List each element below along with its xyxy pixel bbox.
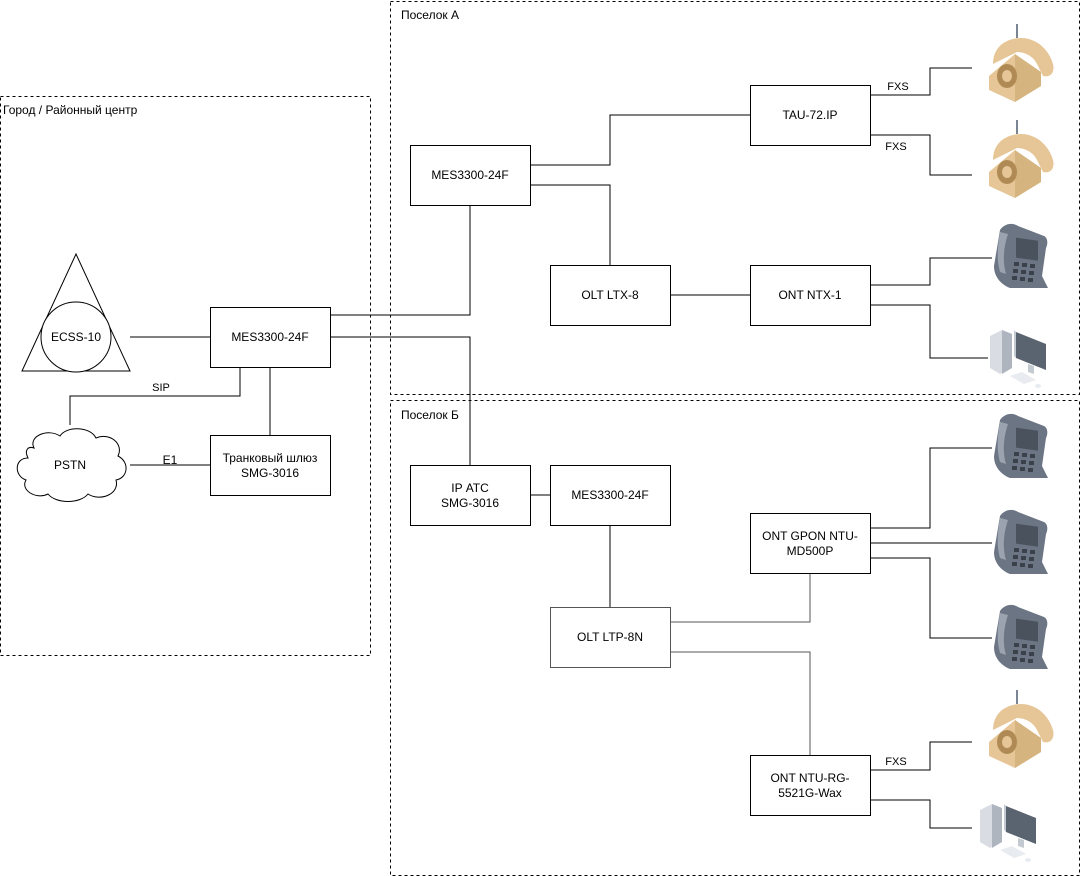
pstn-label: PSTN	[54, 458, 86, 472]
link-label-fxs-1: FXS	[887, 81, 908, 93]
zone-village-b-label: Поселок Б	[401, 408, 459, 422]
ecss-10-node[interactable]: ECSS-10	[21, 252, 131, 373]
ont-rg-label-line1: ONT NTU-RG-	[770, 771, 849, 785]
ip-phone-icon	[994, 509, 1048, 574]
link-rg-pc	[870, 799, 972, 829]
link-mes-pstn-sip	[69, 367, 241, 425]
zone-village-a	[390, 1, 1080, 395]
desktop-computer-icon	[980, 804, 1036, 862]
ont-gpon-label-line1: ONT GPON NTU-	[762, 529, 858, 543]
tau-label: TAU-72.IP	[782, 108, 837, 122]
zone-city-label: Город / Районный центр	[3, 103, 138, 117]
ip-phone-icon	[994, 413, 1048, 478]
ip-atc-label-line2: SMG-3016	[441, 496, 499, 510]
olt-ltp-label: OLT LTP-8N	[577, 630, 643, 644]
link-olt-ont-rg	[670, 651, 811, 755]
pstn-cloud-node[interactable]: PSTN	[16, 428, 127, 502]
link-gpon-ipphone-1	[870, 447, 992, 529]
link-label-fxs-b: FXS	[885, 756, 906, 768]
link-city-ipatc-village-b	[330, 336, 471, 465]
village-a-mes-switch-node[interactable]: MES3300-24F	[410, 145, 531, 206]
trunk-gateway-node[interactable]: Транковый шлюз SMG-3016	[210, 435, 331, 496]
city-mes-switch-node[interactable]: MES3300-24F	[210, 307, 331, 368]
ont-ntx-1-node[interactable]: ONT NTX-1	[750, 265, 871, 326]
analog-phone-icon	[988, 23, 1055, 103]
village-b-mes-switch-node[interactable]: MES3300-24F	[550, 465, 671, 526]
ip-atc-smg-3016-node[interactable]: IP АТС SMG-3016	[410, 465, 531, 526]
link-mes-olt-ltx	[530, 184, 611, 265]
link-tau-phone-1	[870, 67, 972, 96]
ecss-label: ECSS-10	[51, 330, 101, 344]
link-olt-ont-gpon	[670, 573, 811, 623]
link-ont-ipphone	[870, 257, 992, 286]
ont-rg-label-line2: 5521G-Wax	[778, 786, 842, 800]
olt-ltx-label: OLT LTX-8	[581, 288, 639, 302]
link-label-e1: E1	[163, 453, 178, 467]
village-b-mes-label: MES3300-24F	[571, 488, 648, 502]
link-tau-phone-2	[870, 134, 972, 176]
zone-village-a-label: Поселок А	[401, 8, 459, 22]
olt-ltp-8n-node[interactable]: OLT LTP-8N	[550, 607, 671, 668]
ont-ntu-rg-5521g-wax-node[interactable]: ONT NTU-RG- 5521G-Wax	[750, 755, 871, 816]
ecss-circle-shape	[40, 301, 112, 373]
ip-phone-icon	[994, 604, 1048, 669]
zone-city	[0, 96, 371, 656]
ont-ntx-label: ONT NTX-1	[778, 288, 841, 302]
ont-gpon-ntu-md500p-node[interactable]: ONT GPON NTU- MD500P	[750, 513, 871, 574]
village-a-mes-label: MES3300-24F	[431, 168, 508, 182]
link-mes-tau	[530, 114, 750, 166]
tau-72-node[interactable]: TAU-72.IP	[750, 85, 871, 146]
ip-atc-label-line1: IP АТС	[451, 481, 489, 495]
ont-gpon-label-line2: MD500P	[787, 544, 834, 558]
link-ont-pc	[870, 304, 988, 359]
link-label-fxs-2: FXS	[885, 141, 906, 153]
cloud-shape	[16, 428, 127, 502]
trunk-gateway-label-line2: SMG-3016	[241, 466, 299, 480]
link-city-mes-village-a	[330, 205, 471, 316]
link-rg-phone	[870, 741, 972, 771]
olt-ltx-8-node[interactable]: OLT LTX-8	[550, 265, 671, 326]
link-gpon-ipphone-3	[870, 557, 992, 639]
desktop-computer-icon	[990, 330, 1046, 388]
city-mes-label: MES3300-24F	[231, 330, 308, 344]
analog-phone-icon	[988, 119, 1055, 199]
ip-phone-icon	[994, 223, 1048, 288]
trunk-gateway-label-line1: Транковый шлюз	[223, 451, 318, 465]
link-label-sip: SIP	[152, 382, 170, 394]
analog-phone-icon	[988, 689, 1055, 769]
